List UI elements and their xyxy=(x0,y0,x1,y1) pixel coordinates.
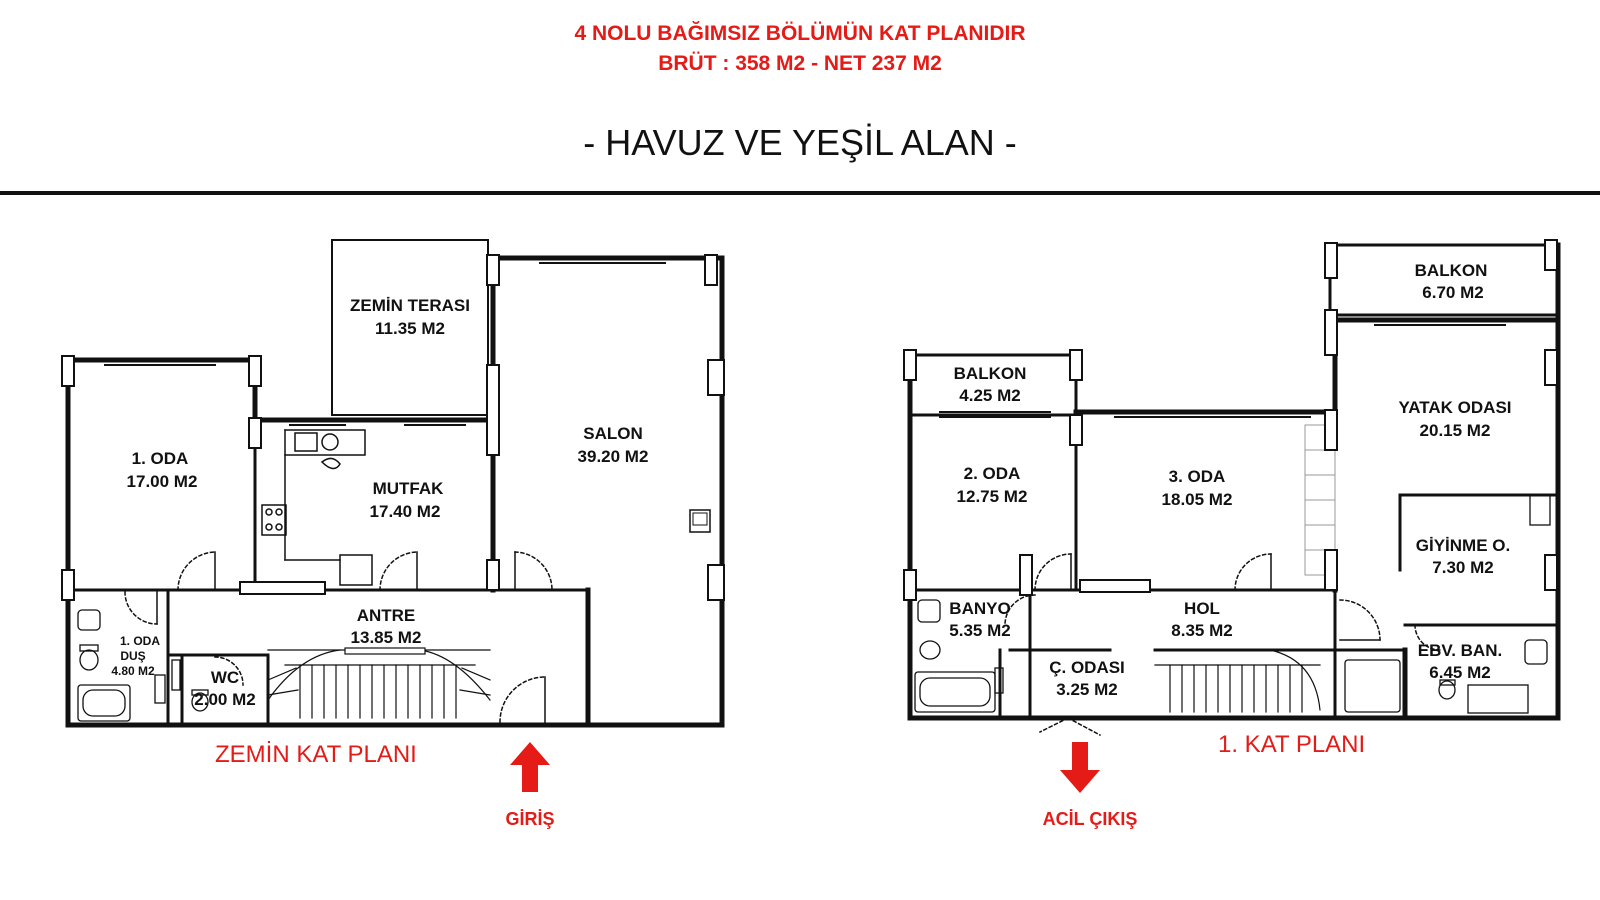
room-salon-name: SALON xyxy=(583,424,643,443)
entrance-arrow-icon xyxy=(510,742,550,792)
balkon-6-70-outline xyxy=(1328,243,1560,317)
room-zemin-terasi-name: ZEMİN TERASI xyxy=(350,296,470,315)
room-wc-area: 2.00 M2 xyxy=(194,690,255,709)
room-ebv-ban-name: EBV. BAN. xyxy=(1418,641,1502,660)
room-c-odasi-name: Ç. ODASI xyxy=(1049,658,1125,677)
first-floor-plan xyxy=(903,239,1561,737)
room-giyinme-area: 7.30 M2 xyxy=(1432,558,1493,577)
room-yatak-odasi-name: YATAK ODASI xyxy=(1398,398,1511,417)
entrance-label: GİRİŞ xyxy=(505,809,554,829)
room-giyinme-name: GİYİNME O. xyxy=(1416,536,1510,555)
room-mutfak-area: 17.40 M2 xyxy=(370,502,441,521)
plan-title: 4 NOLU BAĞIMSIZ BÖLÜMÜN KAT PLANIDIR xyxy=(574,22,1026,45)
divider xyxy=(0,191,1600,195)
room-hol-area: 8.35 M2 xyxy=(1171,621,1232,640)
room-1-oda-name: 1. ODA xyxy=(132,449,189,468)
room-1-oda-area: 17.00 M2 xyxy=(127,472,198,491)
room-balkon-1-area: 6.70 M2 xyxy=(1422,283,1483,302)
room-antre-area: 13.85 M2 xyxy=(351,628,422,647)
room-yatak-odasi-area: 20.15 M2 xyxy=(1420,421,1491,440)
exit-arrow-icon xyxy=(1060,742,1100,793)
room-1-oda-dus-area: 4.80 M2 xyxy=(111,664,155,678)
room-hol-name: HOL xyxy=(1184,599,1220,618)
zemin-terasi-outline xyxy=(331,239,489,416)
room-1-oda-dus-name: 1. ODA xyxy=(120,634,160,648)
room-salon-area: 39.20 M2 xyxy=(578,447,649,466)
room-balkon-2-name: BALKON xyxy=(954,364,1027,383)
room-zemin-terasi-area: 11.35 M2 xyxy=(375,319,445,338)
room-3-oda-name: 3. ODA xyxy=(1169,467,1226,486)
room-mutfak-name: MUTFAK xyxy=(373,479,445,498)
first-floor-caption: 1. KAT PLANI xyxy=(1218,731,1365,758)
room-ebv-ban-area: 6.45 M2 xyxy=(1429,663,1490,682)
area-summary: BRÜT : 358 M2 - NET 237 M2 xyxy=(658,52,942,75)
room-wc-name: WC xyxy=(211,668,239,687)
room-banyo-name: BANYO xyxy=(949,599,1010,618)
room-c-odasi-area: 3.25 M2 xyxy=(1056,680,1117,699)
room-banyo-area: 5.35 M2 xyxy=(949,621,1010,640)
room-2-oda-name: 2. ODA xyxy=(964,464,1021,483)
ground-floor-plan xyxy=(61,239,725,728)
emergency-exit-label: ACİL ÇIKIŞ xyxy=(1043,809,1138,829)
room-3-oda-area: 18.05 M2 xyxy=(1162,490,1233,509)
room-antre-name: ANTRE xyxy=(357,606,416,625)
room-balkon-2-area: 4.25 M2 xyxy=(959,386,1020,405)
ground-floor-caption: ZEMİN KAT PLANI xyxy=(215,741,417,768)
room-1-oda-dus-name2: DUŞ xyxy=(120,649,145,663)
room-2-oda-area: 12.75 M2 xyxy=(957,487,1028,506)
room-balkon-1-name: BALKON xyxy=(1415,261,1488,280)
first-floor-stairs xyxy=(1154,649,1321,713)
site-label: - HAVUZ VE YEŞİL ALAN - xyxy=(583,122,1017,163)
ground-stairs xyxy=(267,647,491,719)
